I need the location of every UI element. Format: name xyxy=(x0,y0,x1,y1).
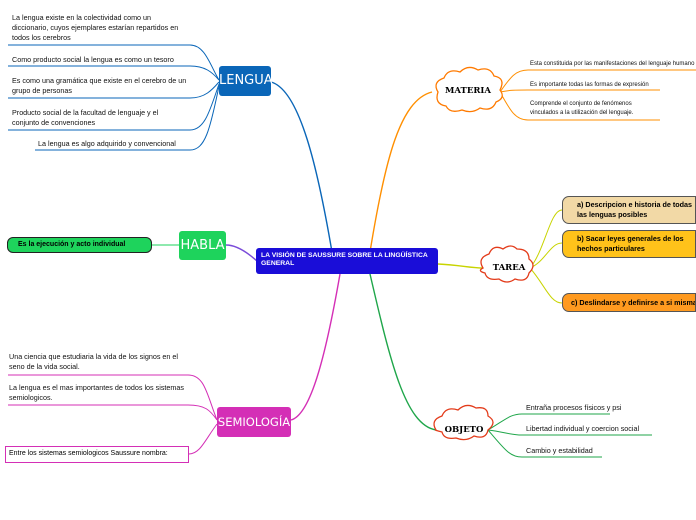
objeto-item-2[interactable]: Libertad individual y coercion social xyxy=(526,424,640,433)
tarea-item-3[interactable]: c) Deslindarse y definirse a si misma xyxy=(562,293,696,312)
cloud-tarea xyxy=(479,245,534,283)
cloud-shapes xyxy=(435,66,503,113)
objeto-item-1[interactable]: Entraña procesos físicos y psi xyxy=(526,403,622,412)
lengua-item-2[interactable]: Como producto social la lengua es como u… xyxy=(12,55,174,64)
lengua-item-4[interactable]: Producto social de la facultad de lengua… xyxy=(12,108,159,127)
lengua-item-5[interactable]: La lengua es algo adquirido y convencion… xyxy=(38,139,176,148)
semiologia-item-1[interactable]: Una ciencia que estudiaria la vida de lo… xyxy=(9,352,179,371)
connector-lengua xyxy=(270,81,333,253)
cloud-materia xyxy=(435,66,503,113)
habla-item-1[interactable]: Es la ejecución y acto individual xyxy=(7,237,152,253)
materia-item-3[interactable]: Comprende el conjunto de fenómenos vincu… xyxy=(530,101,634,116)
materia-item-2[interactable]: Es importante todas las formas de expres… xyxy=(530,82,649,88)
connector-tarea xyxy=(437,263,484,269)
topic-semiologia[interactable]: SEMIOLOGÍA xyxy=(217,407,291,437)
connector-materia xyxy=(369,91,433,253)
topic-materia[interactable]: MATERIA xyxy=(445,86,491,96)
connector-habla xyxy=(225,244,259,263)
semiologia-item-3[interactable]: Entre los sistemas semiologicos Saussure… xyxy=(5,446,189,463)
lengua-item-1[interactable]: La lengua existe en la colectividad como… xyxy=(12,13,179,42)
topic-objeto[interactable]: OBJETO xyxy=(444,425,484,435)
materia-item-1[interactable]: Esta constituida por las manifestaciones… xyxy=(530,61,695,67)
semiologia-item-2[interactable]: La lengua es el mas importantes de todos… xyxy=(9,383,184,402)
topic-tarea[interactable]: TAREA xyxy=(492,263,526,273)
central-topic[interactable]: LA VISIÓN DE SAUSSURE SOBRE LA LINGÜÍSTI… xyxy=(256,248,438,274)
tarea-item-2[interactable]: b) Sacar leyes generales de los hechos p… xyxy=(562,230,696,258)
objeto-item-3[interactable]: Cambio y estabilidad xyxy=(526,446,593,455)
tarea-item-1[interactable]: a) Descripcion e historia de todas las l… xyxy=(562,196,696,224)
connector-semiologia xyxy=(290,273,341,421)
connector-objeto xyxy=(369,273,437,431)
topic-habla[interactable]: HABLA xyxy=(179,231,226,260)
lengua-item-3[interactable]: Es como una gramática que existe en el c… xyxy=(12,76,187,95)
topic-lengua[interactable]: LENGUA xyxy=(219,66,273,96)
cloud-objeto xyxy=(433,404,494,441)
